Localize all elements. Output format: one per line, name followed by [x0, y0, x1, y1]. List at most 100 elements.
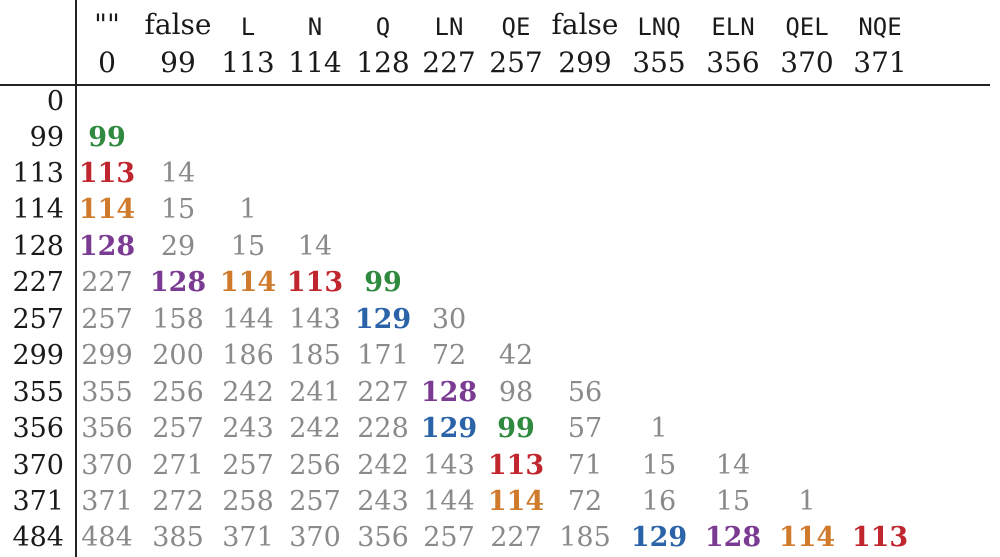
matrix-cell: 272 [152, 486, 204, 517]
matrix-cell: 14 [160, 158, 196, 189]
column-header-name: ELN [711, 13, 755, 41]
matrix-cell: 484 [81, 522, 133, 553]
matrix-cell: 143 [423, 450, 475, 481]
matrix-cell: 114 [778, 522, 836, 553]
matrix-cell: 114 [487, 486, 545, 517]
column-header-name: LN [434, 13, 464, 41]
matrix-cell: 143 [289, 304, 341, 335]
matrix-cell: 356 [81, 413, 133, 444]
matrix-cell: 144 [222, 304, 274, 335]
matrix-cell: 15 [160, 194, 196, 225]
matrix-cell: 200 [152, 340, 204, 371]
row-label: 114 [12, 194, 64, 225]
column-header-value: 114 [288, 46, 342, 79]
matrix-cell: 185 [289, 340, 341, 371]
column-header-name: Q [375, 13, 391, 41]
column-header-value: 299 [558, 46, 612, 79]
matrix-cell: 15 [715, 486, 751, 517]
row-label: 99 [29, 122, 64, 153]
matrix-cell: 371 [81, 486, 133, 517]
matrix-cell: 185 [559, 522, 611, 553]
column-header-value: 257 [489, 46, 543, 79]
row-label: 299 [12, 340, 64, 371]
matrix-cell: 355 [81, 377, 133, 408]
matrix-cell: 113 [78, 158, 136, 189]
matrix-cell: 158 [152, 304, 204, 335]
row-label: 0 [46, 86, 64, 117]
matrix-cell: 99 [497, 413, 535, 444]
row-label: 356 [12, 413, 64, 444]
matrix-cell: 371 [222, 522, 274, 553]
matrix-cell: 243 [357, 486, 409, 517]
matrix-cell: 242 [357, 450, 409, 481]
column-header-name: N [307, 13, 323, 41]
matrix-cell: 113 [851, 522, 909, 553]
matrix-cell: 1 [239, 194, 257, 225]
matrix-cell: 257 [423, 522, 475, 553]
matrix-cell: 99 [88, 122, 126, 153]
row-label: 257 [12, 304, 64, 335]
matrix-cell: 128 [149, 267, 207, 298]
matrix-cell: 128 [704, 522, 762, 553]
matrix-cell: 228 [357, 413, 409, 444]
matrix-cell: 299 [81, 340, 133, 371]
matrix-cell: 171 [357, 340, 409, 371]
matrix-cell: 29 [160, 231, 196, 262]
matrix-cell: 113 [286, 267, 344, 298]
row-label: 113 [12, 158, 64, 189]
matrix-cell: 271 [152, 450, 204, 481]
matrix-cell: 257 [152, 413, 204, 444]
row-label: 227 [12, 267, 64, 298]
column-header-value: 128 [356, 46, 410, 79]
matrix-cell: 99 [364, 267, 402, 298]
matrix-cell: 16 [641, 486, 677, 517]
matrix-cell: 241 [289, 377, 341, 408]
matrix-cell: 98 [498, 377, 534, 408]
matrix-cell: 256 [289, 450, 341, 481]
column-header-value: 0 [98, 46, 116, 79]
matrix-cell: 227 [357, 377, 409, 408]
matrix-cell: 128 [420, 377, 478, 408]
matrix-cell: 356 [357, 522, 409, 553]
row-label: 371 [12, 486, 64, 517]
matrix-cell: 242 [222, 377, 274, 408]
matrix-cell: 114 [78, 194, 136, 225]
matrix-cell: 128 [78, 231, 136, 262]
column-header-value: 356 [706, 46, 760, 79]
column-header-name: "" [94, 8, 120, 41]
matrix-cell: 72 [567, 486, 603, 517]
matrix-cell: 30 [431, 304, 467, 335]
matrix-cell: 257 [222, 450, 274, 481]
header-rule [0, 84, 990, 86]
matrix-cell: 256 [152, 377, 204, 408]
column-header-name: QE [501, 13, 531, 41]
matrix-cell: 370 [81, 450, 133, 481]
matrix-cell: 257 [289, 486, 341, 517]
matrix-cell: 42 [498, 340, 534, 371]
matrix-cell: 129 [420, 413, 478, 444]
matrix-cell: 1 [798, 486, 816, 517]
matrix-cell: 258 [222, 486, 274, 517]
matrix-cell: 57 [567, 413, 603, 444]
matrix-cell: 56 [567, 377, 603, 408]
matrix-cell: 15 [230, 231, 266, 262]
matrix-cell: 227 [81, 267, 133, 298]
matrix-cell: 385 [152, 522, 204, 553]
matrix-cell: 129 [630, 522, 688, 553]
matrix-cell: 15 [641, 450, 677, 481]
column-header-name: NQE [858, 13, 902, 41]
matrix-cell: 370 [289, 522, 341, 553]
matrix-cell: 144 [423, 486, 475, 517]
matrix-cell: 14 [297, 231, 333, 262]
matrix-cell: 129 [354, 304, 412, 335]
column-header-name: LNQ [637, 13, 681, 41]
column-header-name: L [240, 13, 256, 41]
column-header-value: 355 [632, 46, 686, 79]
column-header-name: false [144, 8, 212, 41]
matrix-cell: 242 [289, 413, 341, 444]
column-header-value: 371 [853, 46, 907, 79]
column-header-name: QEL [785, 13, 829, 41]
matrix-cell: 257 [81, 304, 133, 335]
row-label: 484 [12, 522, 64, 553]
matrix-cell: 186 [222, 340, 274, 371]
